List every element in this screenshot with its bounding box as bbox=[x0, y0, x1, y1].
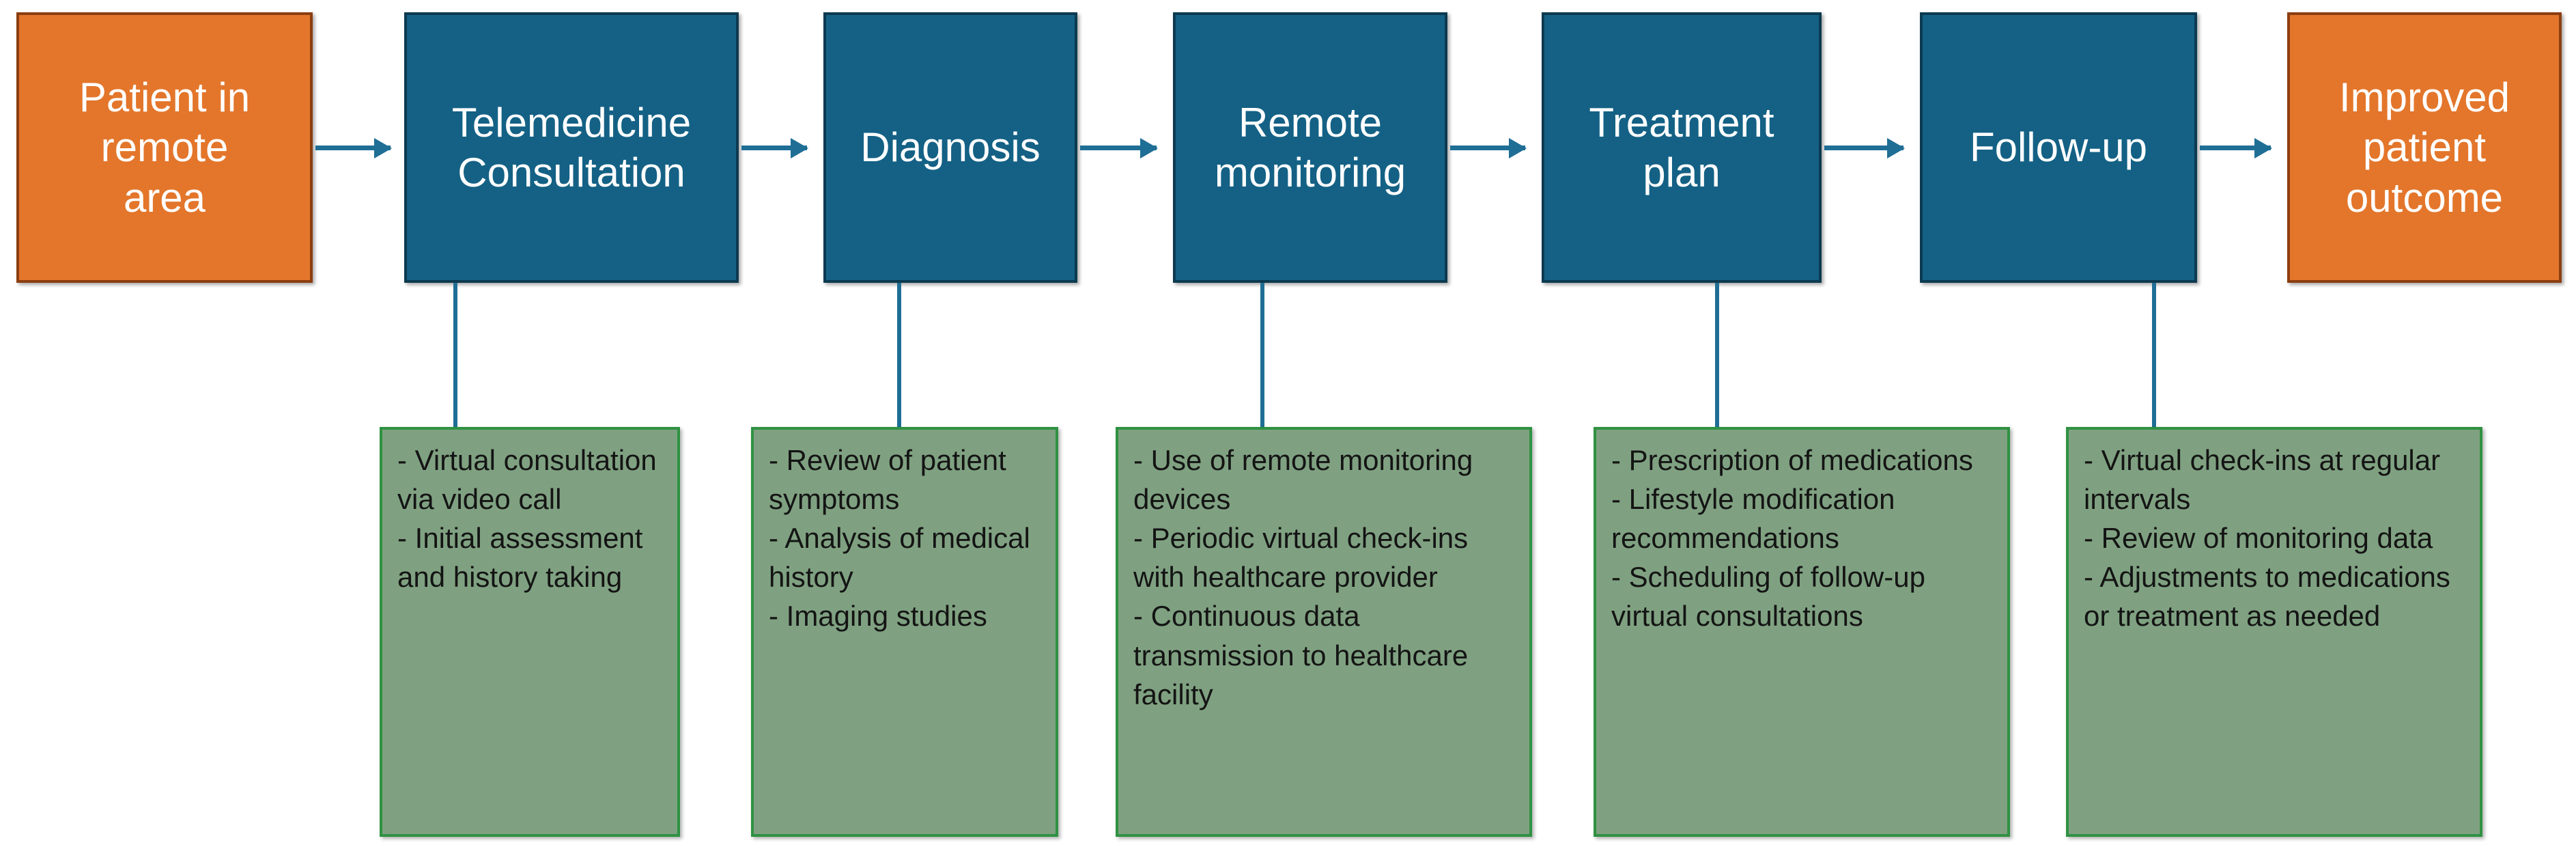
arrow-remote-monitoring-to-treatment-plan bbox=[1450, 146, 1525, 150]
node-treatment-plan[interactable]: Treatment plan bbox=[1542, 12, 1822, 283]
node-diagnosis[interactable]: Diagnosis bbox=[823, 12, 1077, 283]
connector-telemedicine-to-details bbox=[453, 283, 457, 428]
connector-remote-monitoring-to-details bbox=[1260, 283, 1264, 428]
detail-text-treatment-plan: - Prescription of medications - Lifestyl… bbox=[1611, 444, 1973, 633]
node-label-telemedicine-consultation: Telemedicine Consultation bbox=[451, 99, 692, 195]
node-label-follow-up: Follow-up bbox=[1969, 124, 2148, 171]
detail-box-treatment-plan[interactable]: - Prescription of medications - Lifestyl… bbox=[1594, 427, 2010, 837]
detail-text-remote-monitoring: - Use of remote monitoring devices - Per… bbox=[1133, 444, 1473, 710]
node-label-improved-patient-outcome: Improved patient outcome bbox=[2338, 74, 2510, 221]
arrow-telemedicine-to-diagnosis bbox=[741, 146, 807, 150]
detail-box-follow-up[interactable]: - Virtual check-ins at regular intervals… bbox=[2066, 427, 2482, 837]
connector-treatment-plan-to-details bbox=[1715, 283, 1719, 428]
detail-box-remote-monitoring[interactable]: - Use of remote monitoring devices - Per… bbox=[1116, 427, 1532, 837]
node-patient-in-remote-area[interactable]: Patient in remote area bbox=[16, 12, 313, 283]
node-label-diagnosis: Diagnosis bbox=[860, 124, 1041, 171]
node-label-remote-monitoring: Remote monitoring bbox=[1214, 99, 1406, 195]
detail-text-diagnosis: - Review of patient symptoms - Analysis … bbox=[769, 444, 1030, 633]
arrow-treatment-plan-to-follow-up bbox=[1824, 146, 1903, 150]
node-label-patient-in-remote-area: Patient in remote area bbox=[79, 74, 251, 221]
node-telemedicine-consultation[interactable]: Telemedicine Consultation bbox=[404, 12, 739, 283]
detail-box-telemedicine-consultation[interactable]: - Virtual consultation via video call - … bbox=[380, 427, 680, 837]
connector-follow-up-to-details bbox=[2152, 283, 2156, 428]
node-follow-up[interactable]: Follow-up bbox=[1920, 12, 2197, 283]
node-improved-patient-outcome[interactable]: Improved patient outcome bbox=[2287, 12, 2562, 283]
node-label-treatment-plan: Treatment plan bbox=[1589, 99, 1774, 195]
arrow-patient-to-telemedicine bbox=[315, 146, 391, 150]
detail-box-diagnosis[interactable]: - Review of patient symptoms - Analysis … bbox=[751, 427, 1058, 837]
node-remote-monitoring[interactable]: Remote monitoring bbox=[1173, 12, 1447, 283]
detail-text-follow-up: - Virtual check-ins at regular intervals… bbox=[2084, 444, 2450, 633]
detail-text-telemedicine-consultation: - Virtual consultation via video call - … bbox=[397, 444, 657, 594]
arrow-diagnosis-to-remote-monitoring bbox=[1080, 146, 1157, 150]
arrow-follow-up-to-improved-outcome bbox=[2200, 146, 2271, 150]
connector-diagnosis-to-details bbox=[897, 283, 901, 428]
